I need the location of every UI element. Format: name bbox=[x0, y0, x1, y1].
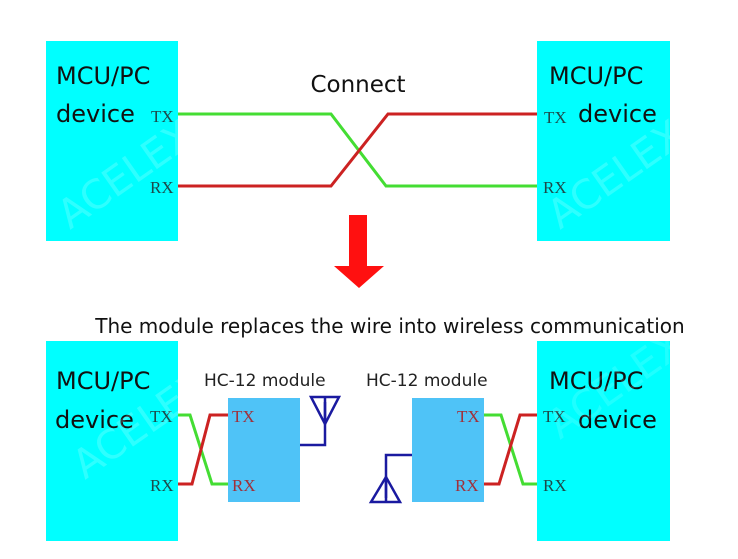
bottom-right-wire-green bbox=[484, 413, 537, 486]
bottom-left-wire-red bbox=[178, 413, 228, 486]
top-right-device-subtitle: device bbox=[578, 100, 657, 128]
top-left-rx-pin: RX bbox=[150, 178, 174, 197]
top-right-tx-pin: TX bbox=[544, 108, 567, 127]
top-right-rx-pin: RX bbox=[543, 178, 567, 197]
top-right-device-box bbox=[537, 41, 670, 241]
left-module-rx-pin: RX bbox=[232, 476, 256, 495]
top-left-device-title: MCU/PC bbox=[56, 62, 150, 90]
left-hc12-module-box bbox=[228, 398, 300, 502]
right-hc12-module-box bbox=[412, 398, 484, 502]
bottom-section: The module replaces the wire into wirele… bbox=[46, 314, 693, 541]
top-left-device-subtitle: device bbox=[56, 100, 135, 128]
bottom-left-tx-pin: TX bbox=[150, 407, 173, 426]
top-section: MCU/PC device TX RX MCU/PC device TX RX … bbox=[46, 41, 693, 241]
bottom-right-tx-pin: TX bbox=[543, 407, 566, 426]
bottom-right-device-title: MCU/PC bbox=[549, 367, 643, 395]
bottom-right-device-box bbox=[537, 341, 670, 541]
bottom-left-device-box bbox=[46, 341, 178, 541]
left-module-label: HC-12 module bbox=[204, 371, 326, 391]
right-module-label: HC-12 module bbox=[366, 371, 488, 391]
bottom-right-rx-pin: RX bbox=[543, 476, 567, 495]
antenna-icon bbox=[368, 453, 412, 504]
left-module-tx-pin: TX bbox=[232, 407, 255, 426]
right-module-tx-pin: TX bbox=[457, 407, 480, 426]
bottom-left-wire-green bbox=[178, 413, 228, 486]
bottom-right-device-subtitle: device bbox=[578, 406, 657, 434]
top-left-device-box bbox=[46, 41, 178, 241]
connect-label: Connect bbox=[310, 72, 405, 98]
right-module-rx-pin: RX bbox=[455, 476, 479, 495]
bottom-left-rx-pin: RX bbox=[150, 476, 174, 495]
top-right-device-title: MCU/PC bbox=[549, 62, 643, 90]
bottom-right-wire-red bbox=[484, 413, 537, 486]
top-left-tx-pin: TX bbox=[151, 107, 174, 126]
top-wire-green bbox=[178, 112, 537, 188]
antenna-icon bbox=[300, 395, 342, 447]
top-wire-red bbox=[178, 112, 537, 188]
bottom-caption: The module replaces the wire into wirele… bbox=[94, 314, 684, 338]
bottom-left-device-subtitle: device bbox=[55, 406, 134, 434]
down-arrow-icon bbox=[334, 215, 384, 288]
bottom-left-device-title: MCU/PC bbox=[56, 367, 150, 395]
